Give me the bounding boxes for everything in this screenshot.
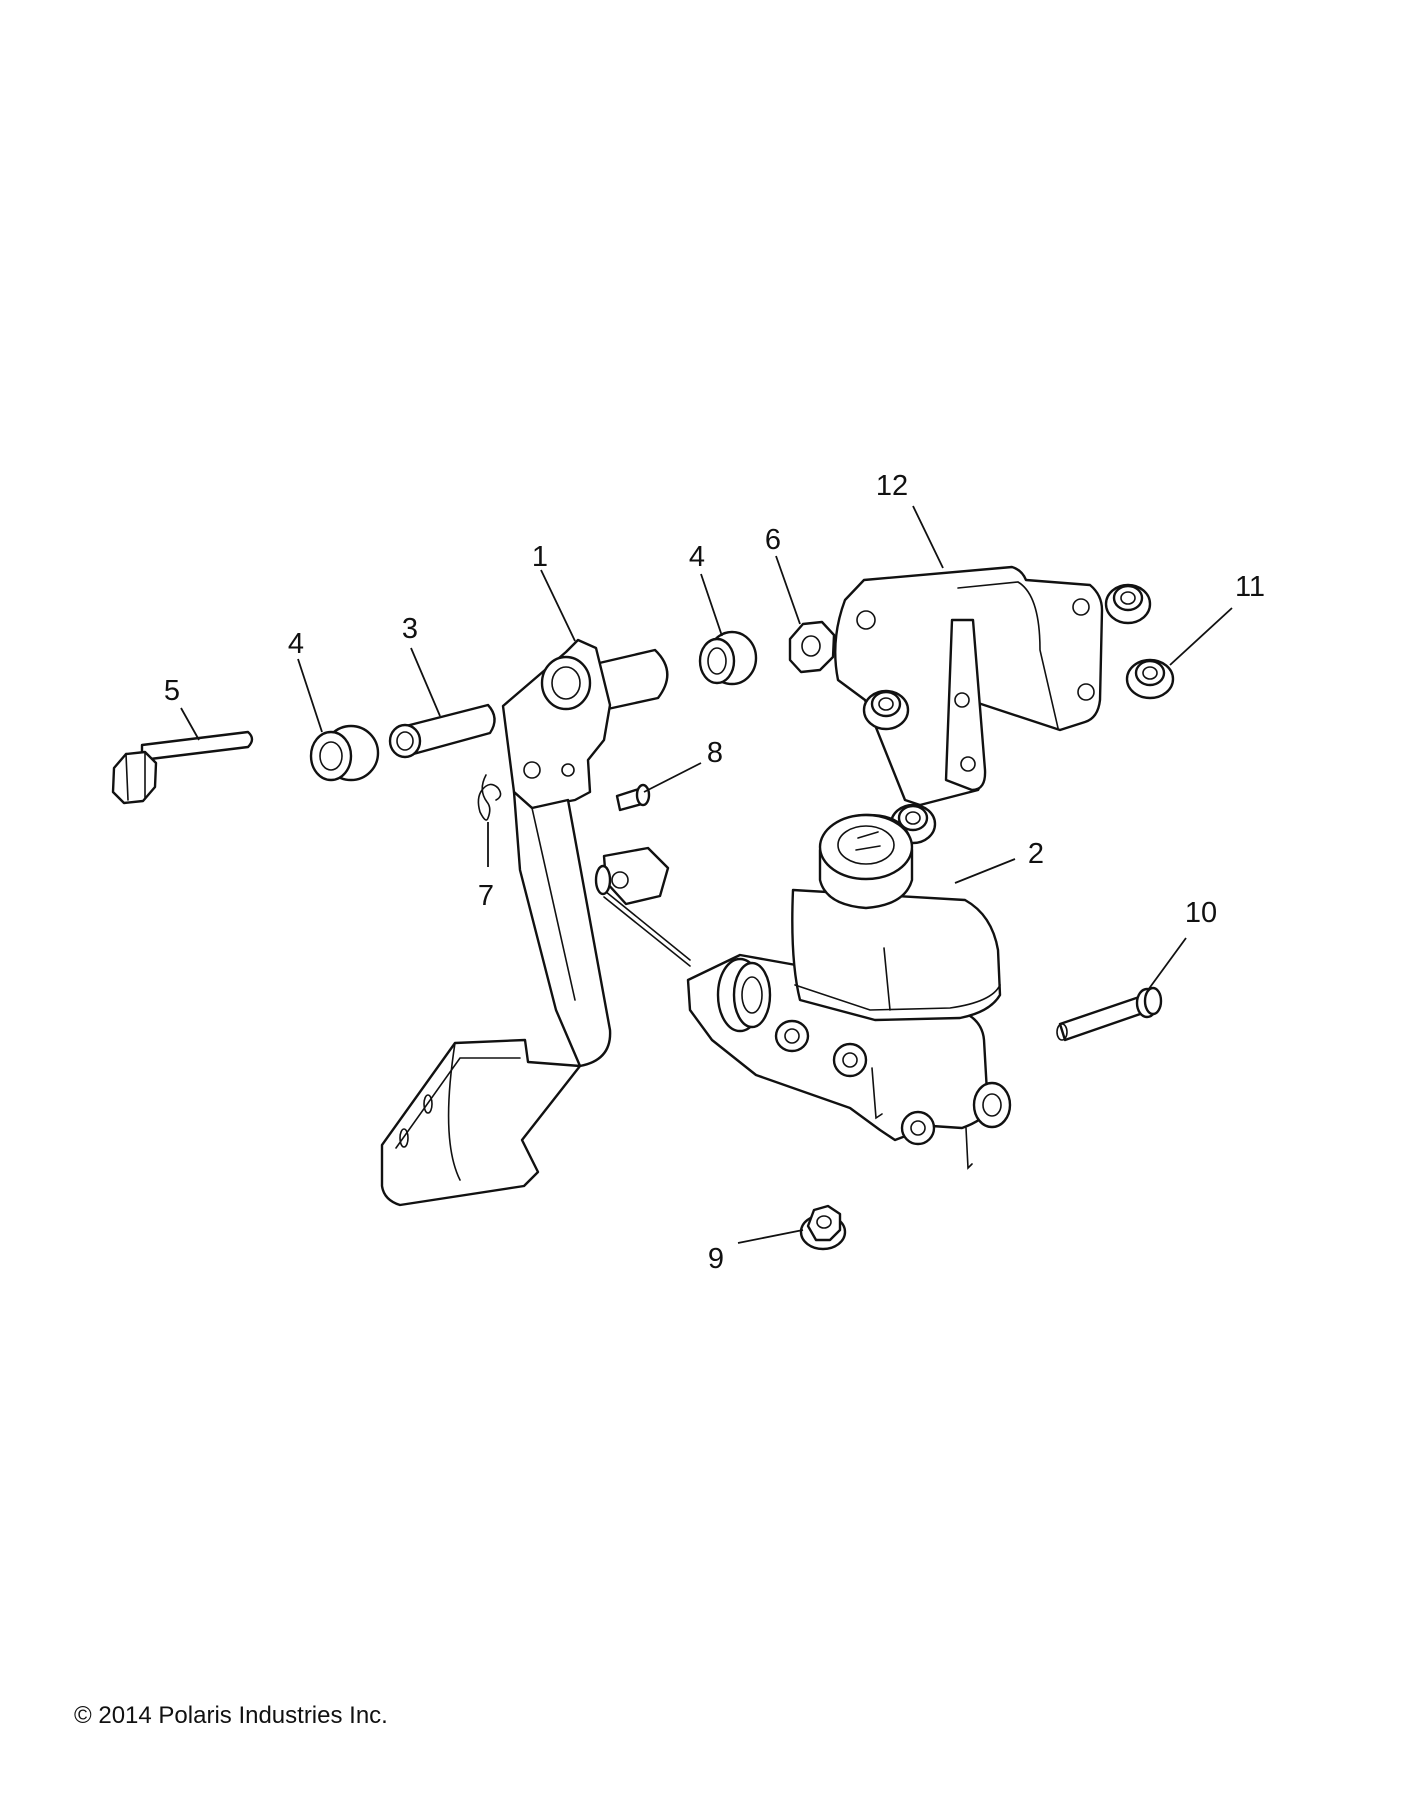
hair-pin-clip-part	[477, 774, 502, 821]
callout-9: 9	[708, 1243, 724, 1275]
bushing-right-part	[698, 630, 758, 686]
callout-3: 3	[402, 613, 418, 645]
callout-labels: 1 2 3 4 4 5 6 7 8 9 10 11 12	[164, 470, 1265, 1275]
callout-7: 7	[478, 880, 494, 912]
mounting-bracket-part	[834, 565, 1104, 807]
bushing-left-part	[309, 724, 380, 782]
callout-1: 1	[532, 541, 548, 573]
callout-4-left: 4	[288, 628, 304, 660]
copyright-notice: © 2014 Polaris Industries Inc.	[74, 1702, 388, 1729]
brake-pedal-part	[380, 638, 669, 1207]
master-cylinder-part	[594, 813, 1012, 1170]
callout-11: 11	[1235, 571, 1265, 603]
mounting-bolt-part	[1056, 986, 1163, 1042]
callout-8: 8	[707, 737, 723, 769]
callout-4-right: 4	[689, 541, 705, 573]
pivot-bolt-part	[111, 730, 254, 805]
pivot-sleeve-part	[388, 703, 496, 759]
callout-5: 5	[164, 675, 180, 707]
clevis-pin-part	[615, 783, 651, 812]
callout-10: 10	[1185, 897, 1217, 929]
flange-nut-lower-part	[799, 1204, 847, 1251]
leader-lines	[180, 505, 1233, 1244]
callout-12: 12	[876, 470, 908, 502]
bracket-nuts-part	[862, 583, 1175, 845]
flange-nut-part	[788, 620, 836, 674]
callout-6: 6	[765, 524, 781, 556]
callout-2: 2	[1028, 838, 1044, 870]
